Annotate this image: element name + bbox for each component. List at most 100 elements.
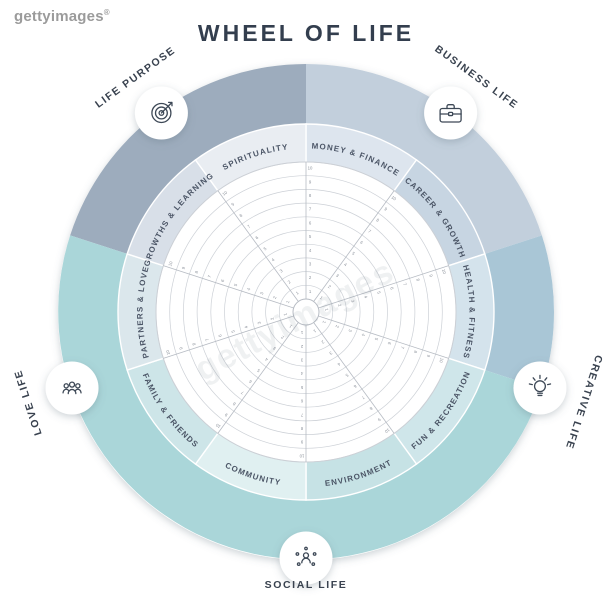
scale-number: 2 <box>320 339 325 345</box>
scale-number: 10 <box>308 166 313 171</box>
outside-label: SOCIAL LIFE <box>265 579 348 591</box>
scale-number: 3 <box>328 350 333 356</box>
category-label: PARTNERS & LOVE <box>135 265 150 360</box>
scale-number: 3 <box>300 357 303 362</box>
scale-number: 8 <box>231 401 236 407</box>
scale-number: 3 <box>256 321 262 325</box>
scale-number: 1 <box>309 289 312 294</box>
scale-number: 3 <box>279 268 284 274</box>
scale-number: 3 <box>272 345 277 351</box>
scale-number: 1 <box>300 330 303 335</box>
scale-number: 1 <box>324 308 330 312</box>
hub-circle <box>292 298 320 326</box>
gettyimages-watermark: gettyimages® <box>14 8 110 25</box>
scale-number: 8 <box>368 406 373 412</box>
scale-number: 9 <box>300 440 303 445</box>
scale-number: 4 <box>309 248 312 253</box>
scale-number: 5 <box>256 368 261 374</box>
scale-number: 2 <box>309 275 312 280</box>
outside-label: CREATIVE LIFE <box>563 353 605 451</box>
scale-number: 1 <box>295 290 300 296</box>
scale-number: 5 <box>376 291 382 295</box>
scale-number: 10 <box>167 260 173 267</box>
scale-number: 3 <box>350 299 356 303</box>
scale-number: 3 <box>259 291 265 295</box>
scale-number: 5 <box>351 251 356 257</box>
scale-number: 2 <box>300 344 303 349</box>
scale-number: 6 <box>389 286 395 290</box>
scale-number: 8 <box>238 212 243 218</box>
scale-number: 9 <box>309 179 312 184</box>
scale-number: 8 <box>194 270 200 274</box>
scale-number: 6 <box>352 384 357 390</box>
scale-number: 7 <box>360 395 365 401</box>
scale-number: 4 <box>243 325 249 329</box>
scale-number: 8 <box>300 426 303 431</box>
scale-number: 1 <box>288 323 293 329</box>
page-title: WHEEL OF LIFE <box>197 20 415 46</box>
spoke-line <box>163 315 294 359</box>
scale-number: 2 <box>327 284 332 290</box>
scale-number: 9 <box>223 412 228 418</box>
scale-number: 6 <box>309 220 312 225</box>
scale-number: 10 <box>165 349 171 356</box>
lightbulb-icon <box>513 361 567 415</box>
scale-number: 6 <box>220 278 226 282</box>
scale-number: 9 <box>426 354 432 358</box>
spoke-line <box>217 190 299 302</box>
scale-number: 6 <box>254 235 259 241</box>
scale-number: 7 <box>246 223 251 229</box>
scale-number: 2 <box>337 303 343 307</box>
scale-number: 9 <box>178 346 184 350</box>
scale-number: 2 <box>334 325 340 329</box>
scale-number: 9 <box>376 417 381 423</box>
scale-number: 7 <box>400 346 406 350</box>
spoke-line <box>318 265 449 309</box>
scale-number: 3 <box>309 262 312 267</box>
scale-number: 8 <box>309 193 312 198</box>
scale-number: 7 <box>309 207 312 212</box>
scale-number: 10 <box>438 357 444 364</box>
scale-number: 6 <box>359 240 364 246</box>
icon-badge-circle <box>513 361 567 415</box>
scale-number: 7 <box>367 228 372 234</box>
scale-number: 7 <box>300 412 303 417</box>
scale-number: 4 <box>363 295 369 299</box>
spoke-line <box>163 265 294 309</box>
scale-number: 9 <box>181 266 187 270</box>
registered-mark: ® <box>103 8 110 17</box>
spoke-line <box>318 315 449 359</box>
scale-number: 6 <box>247 379 252 385</box>
scale-number: 7 <box>402 282 408 286</box>
scale-number: 10 <box>214 422 221 429</box>
scale-number: 5 <box>309 234 312 239</box>
scale-number: 7 <box>204 337 210 341</box>
scale-number: 10 <box>299 453 304 458</box>
scale-number: 1 <box>319 295 324 301</box>
scale-number: 10 <box>221 190 228 197</box>
spoke-line <box>217 322 299 434</box>
scale-number: 1 <box>285 299 291 303</box>
scale-number: 5 <box>263 246 268 252</box>
briefcase-icon <box>424 86 478 140</box>
scale-number: 5 <box>233 282 239 286</box>
watermark-brand: gettyimages <box>14 8 104 25</box>
scale-number: 9 <box>383 206 388 212</box>
scale-number: 2 <box>272 295 278 299</box>
outer-ring-segment-life-purpose <box>70 64 306 255</box>
scale-number: 4 <box>336 361 341 367</box>
scale-number: 4 <box>246 287 252 291</box>
outside-label: LOVE LIFE <box>12 368 45 437</box>
scale-number: 2 <box>280 334 285 340</box>
people-group-icon <box>45 361 99 415</box>
scale-number: 5 <box>344 373 349 379</box>
scale-number: 10 <box>390 195 397 202</box>
scale-number: 9 <box>428 274 434 278</box>
outer-ring-segment-business-life <box>306 64 542 255</box>
scale-number: 2 <box>287 279 292 285</box>
wheel-body: 1234567891012345678910123456789101234567… <box>58 64 554 560</box>
scale-number: 3 <box>335 273 340 279</box>
social-network-icon <box>279 531 333 585</box>
scale-number: 7 <box>239 390 244 396</box>
